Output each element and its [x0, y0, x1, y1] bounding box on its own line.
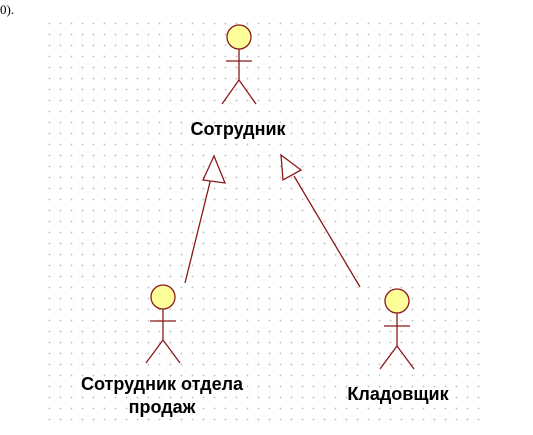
actor-label-line: Сотрудник отдела [80, 374, 244, 394]
generalization-arrowhead [280, 153, 303, 182]
actor-head [150, 284, 176, 310]
actor-storekeeper[interactable] [379, 288, 415, 370]
generalization-sales-to-employee[interactable] [184, 154, 227, 284]
actor-head [384, 288, 410, 314]
actor-label-sales-employee: Сотрудник отдела продаж [42, 373, 282, 419]
actor-label-storekeeper: Кладовщик [347, 384, 449, 404]
actor-head [226, 24, 252, 50]
actor-label-line: продаж [128, 397, 196, 417]
actor-sales-employee[interactable] [145, 284, 181, 364]
actor-label-employee: Сотрудник [190, 119, 286, 139]
corner-text: 0). [0, 2, 15, 17]
generalization-storekeeper-to-employee[interactable] [280, 153, 361, 288]
actor-employee[interactable] [221, 24, 257, 105]
generalization-arrowhead [202, 154, 227, 184]
diagram-canvas[interactable] [44, 18, 484, 426]
